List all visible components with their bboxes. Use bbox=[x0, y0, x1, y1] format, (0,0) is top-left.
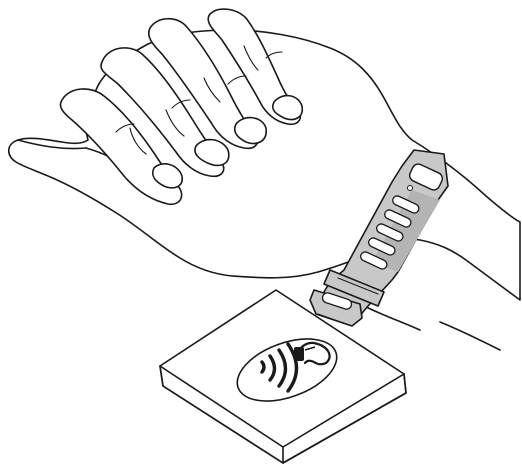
payment-terminal bbox=[160, 290, 406, 463]
